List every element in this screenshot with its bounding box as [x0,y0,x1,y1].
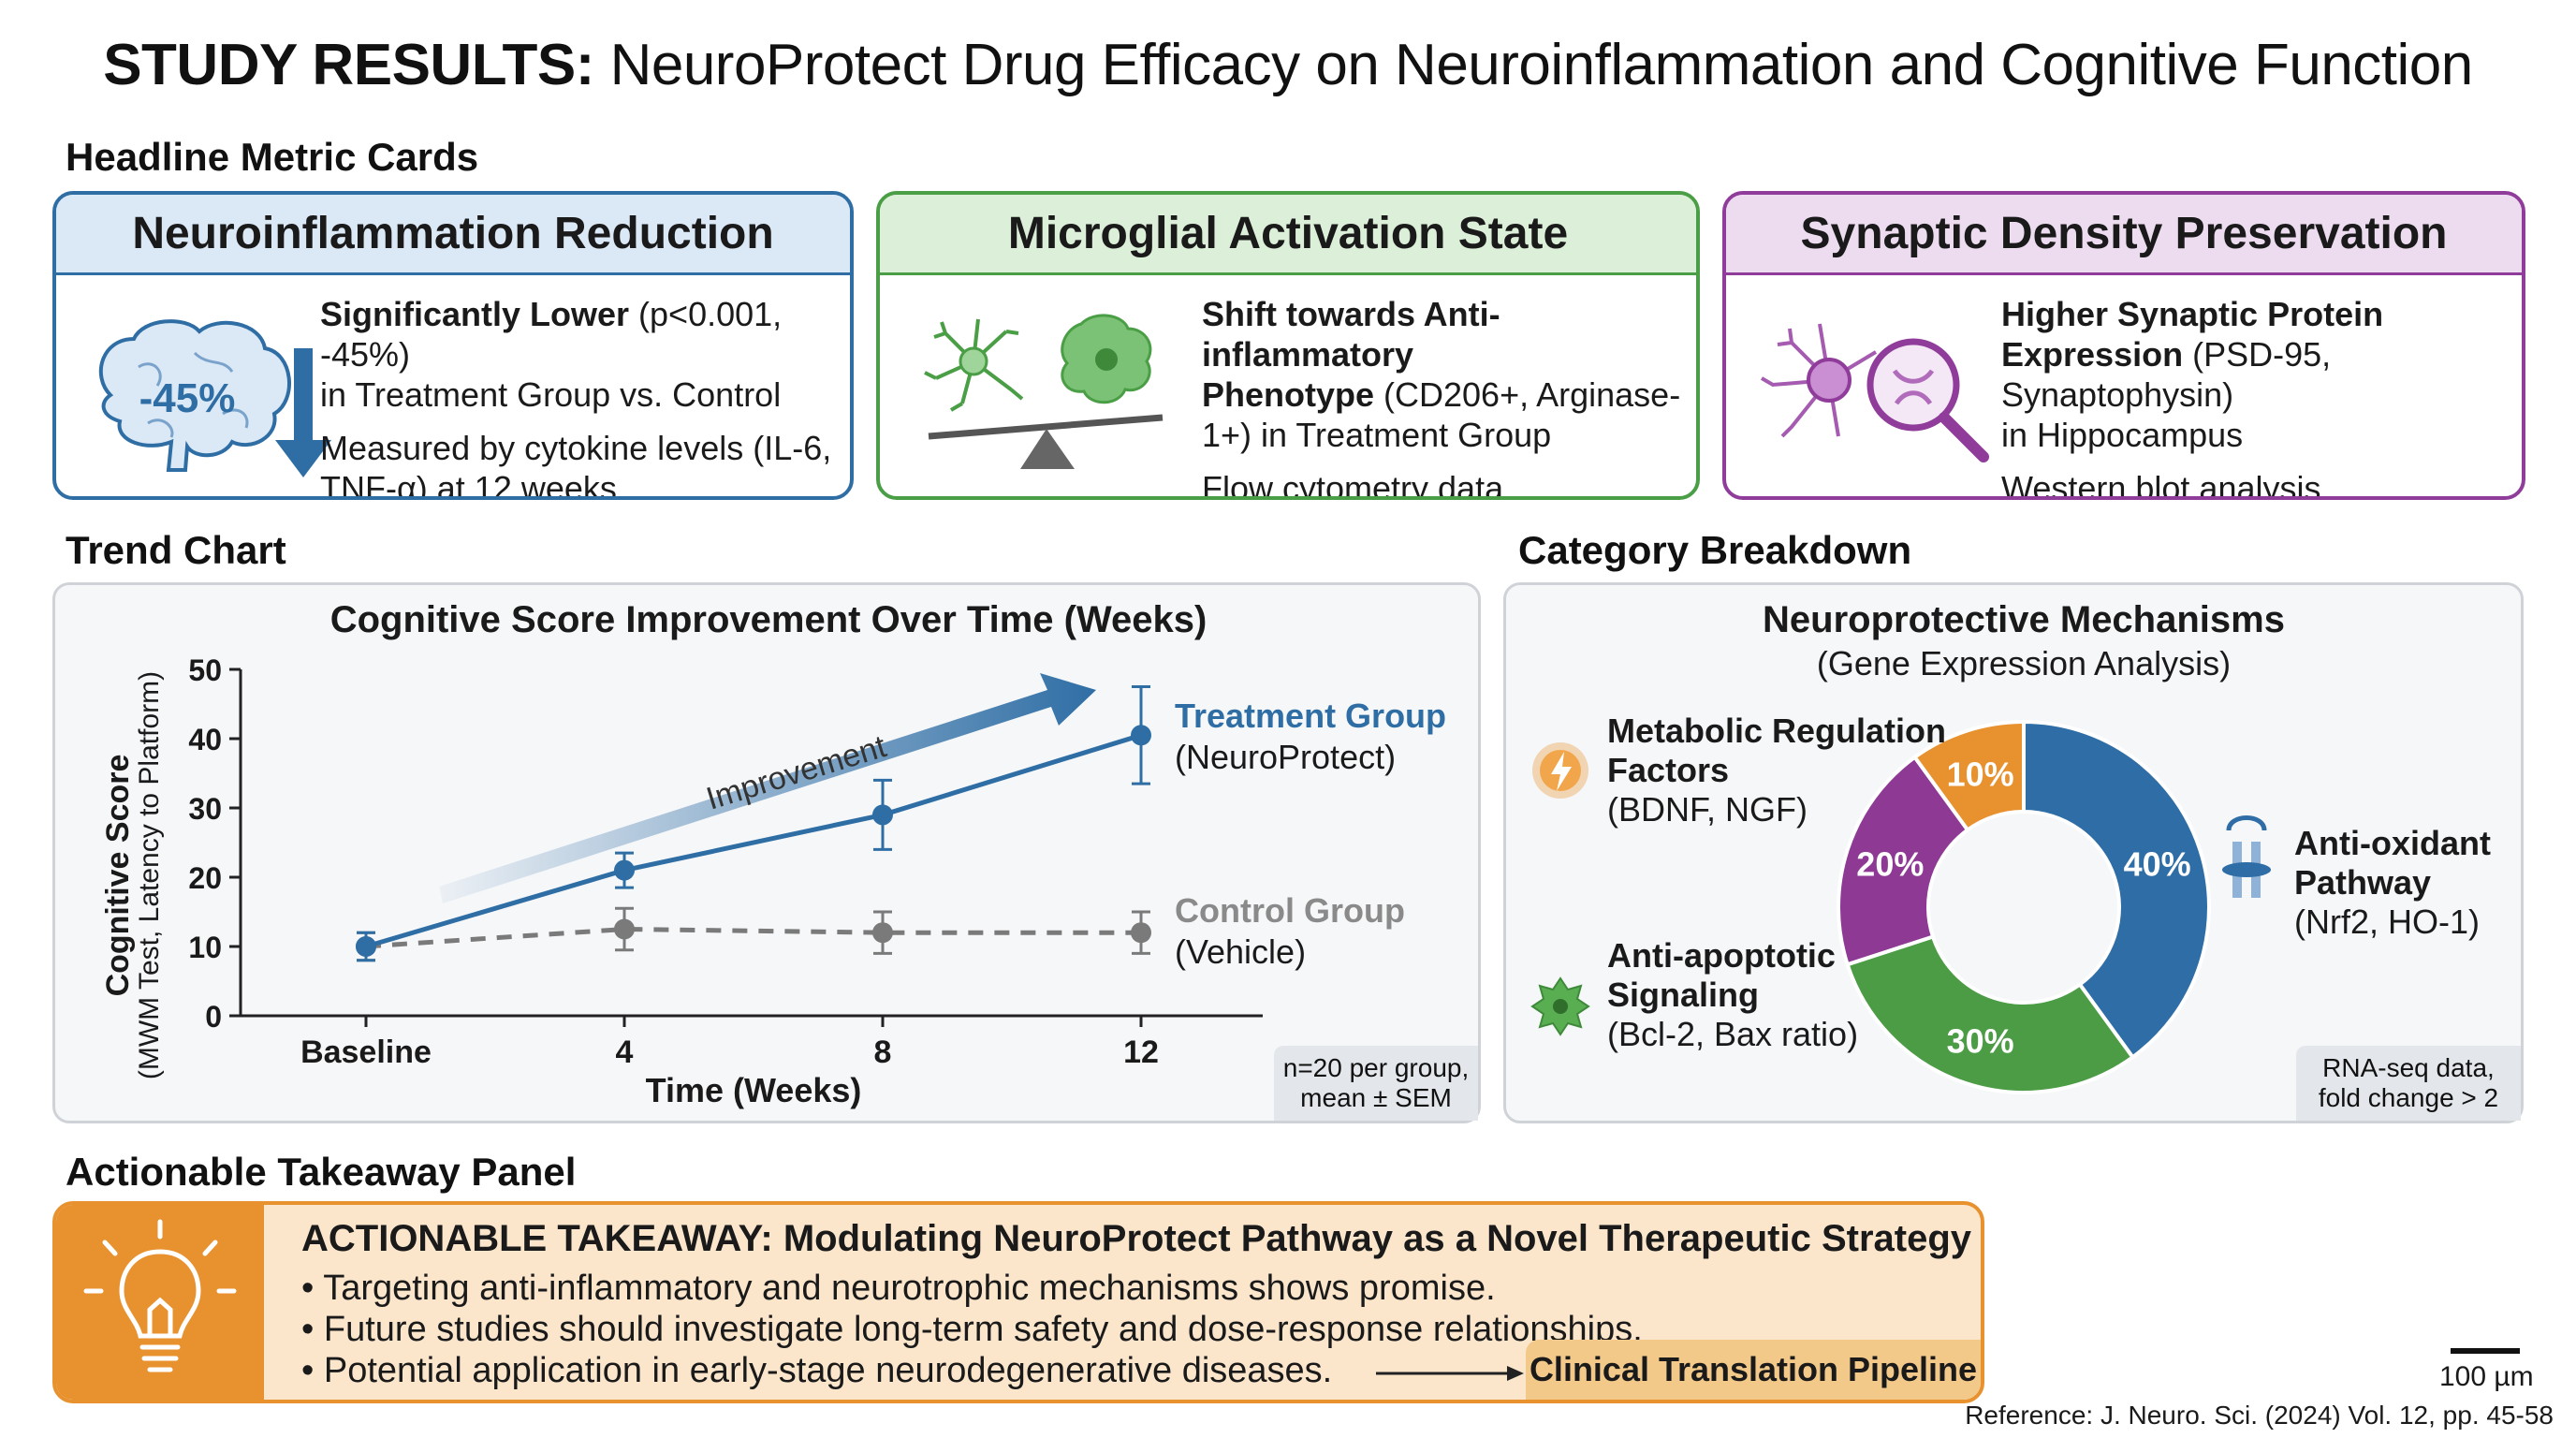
data-point [614,859,635,881]
legend-control-sub: (Vehicle) [1175,932,1306,971]
donut-note: RNA-seq data, fold change > 2 [2296,1046,2521,1121]
data-point [356,936,376,957]
data-point [872,922,893,944]
legend-metabolic-detail: (BDNF, NGF) [1607,790,1808,829]
takeaway-bullet: • Targeting anti-inflammatory and neurot… [301,1269,1496,1308]
chart-note: n=20 per group, mean ± SEM [1274,1046,1478,1121]
x-tick-label: 12 [1123,1034,1159,1070]
card-description: Shift towards Anti-inflammatory Phenotyp… [1202,295,1681,500]
improvement-annotation: Improvement [702,728,890,817]
x-tick-label: Baseline [300,1034,432,1070]
y-tick-label: 30 [188,792,222,826]
lightbulb-icon [83,1219,237,1372]
reduction-badge: -45% [139,375,236,421]
metric-card-neuroinflammation: Neuroinflammation Reduction -45% Signifi… [52,191,854,500]
donut-slice [1911,719,2026,833]
y-tick-label: 0 [205,1000,222,1034]
brain-icon: -45% [98,319,331,477]
legend-metabolic-line2: Factors [1607,751,1729,789]
y-tick-label: 50 [188,653,222,687]
donut-title: Neuroprotective Mechanisms [1763,599,2285,640]
series-line-control-group [365,926,1141,949]
line-chart: Cognitive Score Improvement Over Time (W… [100,599,1446,1109]
magnifier-synapse-icon [1866,338,1960,432]
legend-control-name: Control Group [1175,891,1405,930]
metric-card-microglial: Microglial Activation State Shift toward… [876,191,1700,500]
data-point [614,918,635,940]
donut-slice [1837,755,1970,967]
data-point [1131,725,1151,746]
slice-label: 40% [2124,845,2191,884]
neuron-icon [1760,323,1989,462]
takeaway-title: ACTIONABLE TAKEAWAY: Modulating NeuroPro… [301,1218,1972,1259]
scale-bar-label: 100 µm [2439,1361,2534,1392]
slice-label: 30% [1947,1022,2014,1061]
card-title: Synaptic Density Preservation [1726,195,2522,275]
scale-bar [2451,1348,2520,1354]
arrow-down-icon [294,348,313,442]
legend-antioxidant-detail: (Nrf2, HO-1) [2294,902,2480,941]
legend-antioxidant-line1: Anti-oxidant [2294,824,2491,862]
x-tick-label: 8 [874,1034,892,1070]
series-line-treatment-group [365,732,1142,949]
improvement-arrow [439,673,1096,903]
takeaway-bullet: • Future studies should investigate long… [301,1310,1643,1349]
data-point [872,804,893,826]
section-heading-trend-chart: Trend Chart [66,528,286,572]
microglia-icon [924,314,1164,469]
donut-subtitle: (Gene Expression Analysis) [1817,644,2231,682]
slice-label: 10% [1947,755,2014,793]
legend-antiapoptotic-line2: Signaling [1607,976,1759,1014]
x-tick-label: 4 [616,1034,634,1070]
reference-text: Reference: J. Neuro. Sci. (2024) Vol. 12… [1965,1401,2554,1430]
legend-antiapoptotic-line1: Anti-apoptotic [1607,936,1836,975]
y-axis-sublabel: (MWM Test, Latency to Platform) [134,671,165,1079]
legend-metabolic-line1: Metabolic Regulation [1607,712,1946,750]
takeaway-icon-box [56,1205,264,1400]
donut-slice [2022,719,2211,1060]
category-breakdown-panel: Neuroprotective Mechanisms (Gene Express… [1503,582,2524,1123]
takeaway-panel: ACTIONABLE TAKEAWAY: Modulating NeuroPro… [52,1201,1984,1403]
y-tick-label: 20 [188,861,222,895]
page-title: STUDY RESULTS: NeuroProtect Drug Efficac… [103,33,2473,97]
donut-chart: Neuroprotective Mechanisms (Gene Express… [1530,599,2491,1094]
chart-title: Cognitive Score Improvement Over Time (W… [330,599,1208,640]
y-tick-label: 10 [188,931,222,964]
receptor-icon [2222,815,2271,898]
x-axis-label: Time (Weeks) [646,1071,862,1109]
balance-scale-icon [928,414,1164,440]
slice-label: 20% [1856,845,1924,884]
trend-chart-panel: Cognitive Score Improvement Over Time (W… [52,582,1481,1123]
data-point [1131,922,1151,944]
card-title: Microglial Activation State [880,195,1696,275]
pipeline-arrow-icon [1376,1366,1524,1381]
y-axis-label: Cognitive Score [100,755,136,997]
takeaway-bullet: • Potential application in early-stage n… [301,1351,1333,1390]
y-tick-label: 40 [188,723,222,756]
legend-treatment-name: Treatment Group [1175,697,1446,735]
section-heading-metric-cards: Headline Metric Cards [66,135,479,179]
card-description: Significantly Lower (p<0.001, -45%) in T… [320,295,832,500]
section-heading-category-breakdown: Category Breakdown [1518,528,1912,572]
donut-slice [1845,934,2136,1094]
card-description: Higher Synaptic Protein Expression (PSD-… [2001,295,2384,500]
legend-antioxidant-line2: Pathway [2294,863,2431,902]
clinical-pipeline-label: Clinical Translation Pipeline [1526,1340,1981,1400]
card-title: Neuroinflammation Reduction [56,195,850,275]
legend-antiapoptotic-detail: (Bcl-2, Bax ratio) [1607,1015,1858,1053]
section-heading-takeaway: Actionable Takeaway Panel [66,1150,577,1194]
legend-treatment-sub: (NeuroProtect) [1175,738,1396,776]
metric-card-synaptic: Synaptic Density Preservation Higher Syn… [1722,191,2525,500]
